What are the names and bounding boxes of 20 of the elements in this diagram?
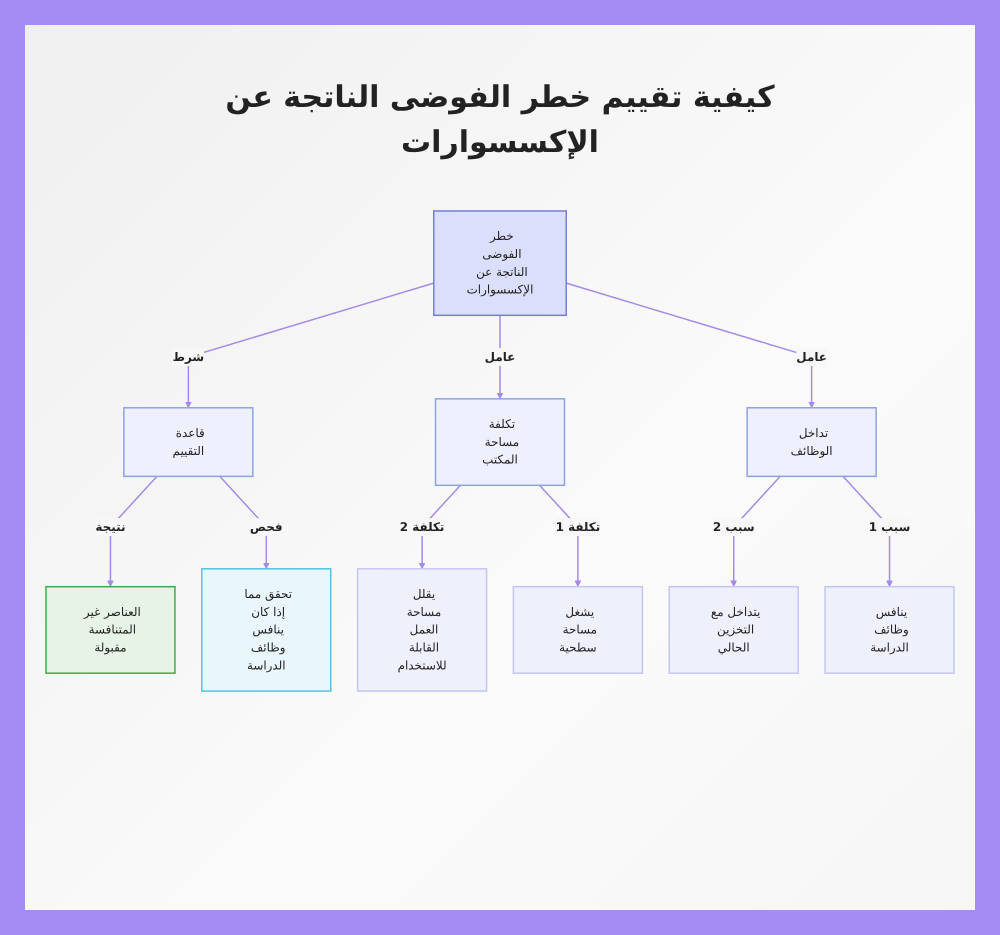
process-box: تداخل الوظائف xyxy=(746,407,877,478)
edge-label: نتيجة xyxy=(95,518,126,536)
process-box: قاعدة التقييم xyxy=(123,407,254,478)
process-box: يشغل مساحة سطحية xyxy=(512,586,644,674)
edge-label: سبب 1 xyxy=(868,518,910,536)
process-box: تكلفة مساحة المكتب xyxy=(434,398,566,486)
process-box: يتداخل مع التخزين الحالي xyxy=(668,586,799,674)
edge-label: تكلفة 1 xyxy=(556,518,600,536)
edge-label: تكلفة 2 xyxy=(400,518,444,536)
edge-label: سبب 2 xyxy=(712,518,755,536)
process-box: العناصر غير المتنافسة مقبولة xyxy=(45,586,176,674)
root-box: خطر الفوضى الناتجة عن الإكسسوارات xyxy=(433,210,567,316)
process-box: يقلل مساحة العمل القابلة للاستخدام xyxy=(356,568,488,692)
arrow xyxy=(185,282,434,408)
title: كيفية تقييم خطر الفوضى الناتجة عن الإكسسوارات xyxy=(224,79,776,162)
arrow xyxy=(566,282,815,408)
process-box: ينافس وظائف الدراسة xyxy=(824,586,955,674)
edge-label: عامل xyxy=(484,348,516,366)
edge-label: فحص xyxy=(250,518,283,536)
process-box: تحقق مما إذا كان ينافس وظائف الدراسة xyxy=(201,568,332,692)
